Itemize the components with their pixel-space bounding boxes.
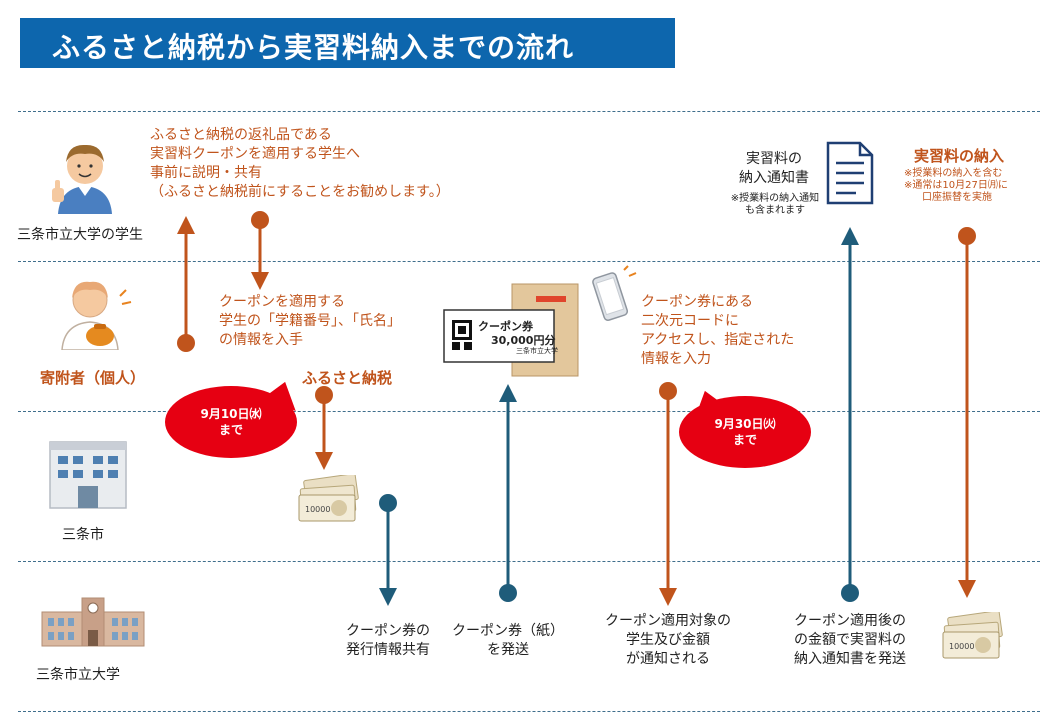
step-notice-send-text: クーポン適用後の の金額で実習料の 納入通知書を発送 (794, 613, 906, 667)
donor-icon (61, 281, 132, 350)
lane-divider (18, 711, 1040, 712)
lane-label-city: 三条市 (62, 527, 104, 543)
notice-doc-note: ※授業料の納入通知 も含まれます (730, 193, 820, 216)
lane-divider (18, 261, 1040, 262)
university-icon (41, 597, 145, 647)
lane-divider (18, 411, 1040, 412)
step-donate-text: ふるさと納税 (302, 369, 393, 387)
lane-label-student: 三条市立大学の学生 (17, 227, 143, 243)
step-obtain-text: クーポンを適用する 学生の「学籍番号」、「氏名」 の情報を入手 (219, 294, 401, 348)
coupon-label: クーポン券 (478, 320, 533, 333)
deadline-badge-2: 9月30日㈫ まで (679, 396, 811, 468)
arrow-issue (379, 494, 397, 606)
city-hall-icon (49, 441, 127, 509)
money-icon: 10000 (298, 475, 359, 522)
step-notified-text: クーポン適用対象の 学生及び金額 が通知される (605, 613, 731, 667)
arrow-donate (315, 386, 333, 470)
lane-label-university: 三条市立大学 (36, 667, 120, 683)
lane-label-donor: 寄附者（個人） (40, 369, 146, 387)
student-icon (52, 144, 112, 214)
coupon-amount: 30,000円分 (491, 334, 556, 347)
arrow-share (177, 216, 195, 352)
step-payment-text: 実習料の納入 (914, 147, 1005, 165)
payment-notes: ※授業料の納入を含む ※通常は10月27日㈪に 口座振替を実施 (904, 168, 1008, 203)
coupon-envelope-icon (443, 283, 579, 377)
step-send-coupon-text: クーポン券（紙） を発送 (452, 623, 564, 658)
arrow-payment (958, 227, 976, 598)
lane-divider (18, 111, 1040, 112)
deadline-badge-1: 9月10日㈬ まで (165, 386, 297, 458)
step-share-text: ふるさと納税の返礼品である 実習料クーポンを適用する学生へ 事前に説明・共有 （… (150, 127, 450, 200)
arrow-notified (659, 382, 677, 606)
arrow-obtain (251, 211, 269, 290)
arrow-send-coupon (499, 384, 517, 602)
arrow-notice (841, 227, 859, 602)
svg-text:10000: 10000 (305, 505, 330, 514)
notice-doc-label: 実習料の 納入通知書 (739, 151, 809, 186)
document-icon (826, 141, 874, 205)
step-access-text: クーポン券にある 二次元コードに アクセスし、指定された 情報を入力 (641, 294, 795, 367)
title-bar: ふるさと納税から実習料納入までの流れ (20, 18, 675, 68)
coupon-issuer: 三条市立大学 (516, 347, 558, 355)
smartphone-icon (592, 265, 637, 321)
svg-text:10000: 10000 (949, 642, 974, 651)
page-title: ふるさと納税から実習料納入までの流れ (52, 31, 575, 64)
step-issue-text: クーポン券の 発行情報共有 (346, 623, 430, 658)
lane-divider (18, 561, 1040, 562)
money-icon: 10000 (942, 612, 1003, 659)
